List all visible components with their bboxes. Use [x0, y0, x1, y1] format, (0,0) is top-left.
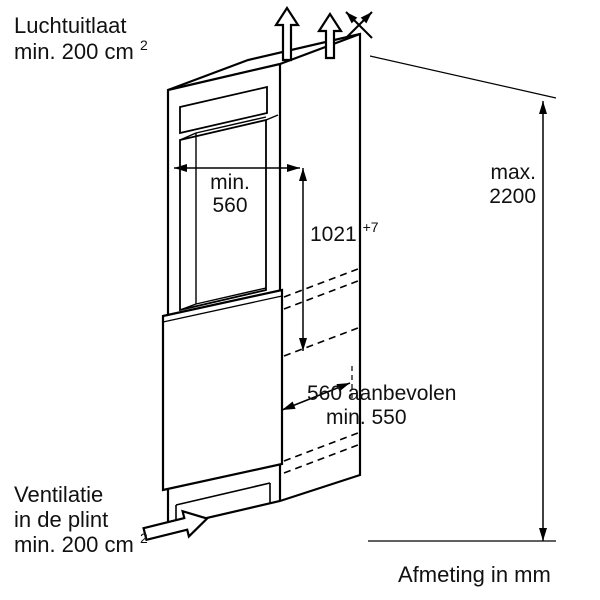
units-label: Afmeting in mm: [398, 562, 551, 587]
plinth-airflow-arrow-icon: [142, 509, 210, 542]
air-outlet-slot: [179, 85, 268, 135]
cabinet-front-top-edge: [167, 62, 281, 92]
airflow-up-arrow-icon: [273, 5, 301, 62]
niche-height-base: 1021: [310, 223, 357, 246]
cabinet-top-right-edge: [279, 32, 361, 66]
air-outlet-area-base: min. 200 cm: [14, 39, 134, 64]
crossed-arrows-icon: [345, 11, 373, 39]
niche-height-sup: +7: [363, 219, 379, 235]
hidden-shelf-lines: [283, 268, 359, 474]
niche-width-label-min: min.: [210, 171, 250, 194]
max-height-value: 2200: [489, 185, 536, 208]
plinth-vent-label-3: min. 200 cm 2: [14, 530, 148, 557]
plinth-vent-label-2: in de plint: [14, 507, 108, 532]
depth-recommended-label: 560 aanbevolen: [307, 382, 456, 405]
max-height-label: max.: [490, 161, 536, 184]
air-outlet-label: Luchtuitlaat: [14, 13, 127, 38]
plinth-vent-label-1: Ventilatie: [14, 482, 103, 507]
appliance-door: [161, 288, 284, 492]
plinth-vent-area-base: min. 200 cm: [14, 532, 134, 557]
depth-dimension: [281, 366, 353, 411]
air-outlet-area-label: min. 200 cm 2: [14, 37, 148, 64]
plinth-vent-area-sup: 2: [140, 530, 148, 546]
max-height-dimension: [368, 55, 557, 542]
depth-min-label: min. 550: [326, 406, 407, 429]
niche-height-dimension: [299, 168, 307, 351]
niche-height-value: 1021 +7: [310, 219, 379, 246]
airflow-up-arrows: [273, 5, 344, 62]
niche-width-dimension: [174, 164, 300, 172]
airflow-up-arrow-icon: [316, 11, 344, 60]
air-outlet-area-sup: 2: [140, 37, 148, 53]
niche-width-value: 560: [212, 194, 247, 217]
